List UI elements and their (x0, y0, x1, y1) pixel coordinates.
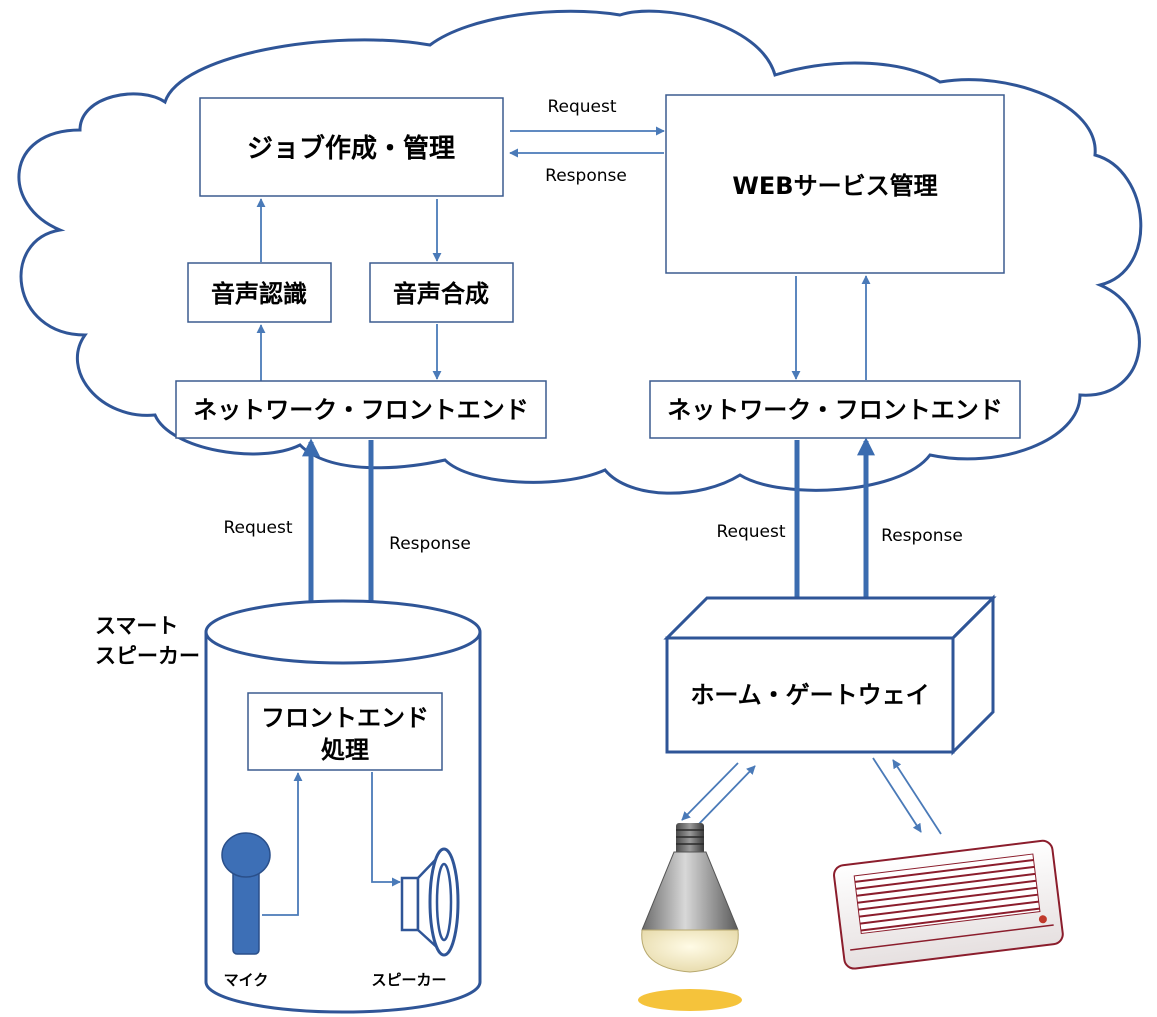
gateway-to-bulb-arrow (681, 762, 739, 821)
ac-to-gateway-arrow (892, 759, 942, 835)
microphone-icon (221, 832, 271, 955)
frontend-processing-box (247, 692, 443, 771)
job-manager-box (199, 97, 504, 197)
home-gateway-label: ホーム・ゲートウェイ (690, 681, 929, 709)
gateway-to-ac-arrow (872, 757, 922, 833)
network-frontend-right-box (649, 380, 1021, 439)
bulb-to-gateway-arrow (696, 765, 756, 827)
light-bulb-icon (638, 823, 742, 1011)
network-frontend-left-label: ネットワーク・フロントエンド (193, 396, 529, 424)
frontend-to-speaker-arrow (371, 772, 401, 887)
job-manager-label: ジョブ作成・管理 (247, 133, 455, 164)
home-gateway-box (663, 594, 997, 756)
request-label-top: Request (547, 97, 616, 117)
speech-recognition-label: 音声認識 (211, 280, 307, 308)
speech-synthesis-label: 音声合成 (393, 280, 489, 308)
speaker-label: スピーカー (371, 971, 446, 989)
request-label-right: Request (716, 522, 785, 542)
smart-speaker-label-line1: スマート (95, 614, 178, 638)
network-frontend-right-label: ネットワーク・フロントエンド (667, 396, 1003, 424)
request-label-left: Request (223, 518, 292, 538)
response-label-right: Response (881, 526, 963, 546)
mic-label: マイク (224, 971, 269, 989)
speech-synthesis-box (369, 262, 514, 323)
frontend-processing-label-line2: 処理 (321, 736, 369, 764)
frontend-processing-label-line1: フロントエンド (261, 704, 429, 732)
air-conditioner-icon (833, 839, 1064, 970)
smart-speaker-label-line2: スピーカー (95, 644, 200, 668)
speech-recognition-box (187, 262, 332, 323)
response-label-left: Response (389, 534, 471, 554)
web-service-manager-box (665, 94, 1005, 274)
speaker-icon (400, 847, 460, 957)
network-frontend-left-box (175, 380, 547, 439)
mic-to-frontend-arrow (262, 772, 303, 916)
web-service-manager-label: WEBサービス管理 (732, 172, 937, 200)
response-label-top: Response (545, 166, 627, 186)
